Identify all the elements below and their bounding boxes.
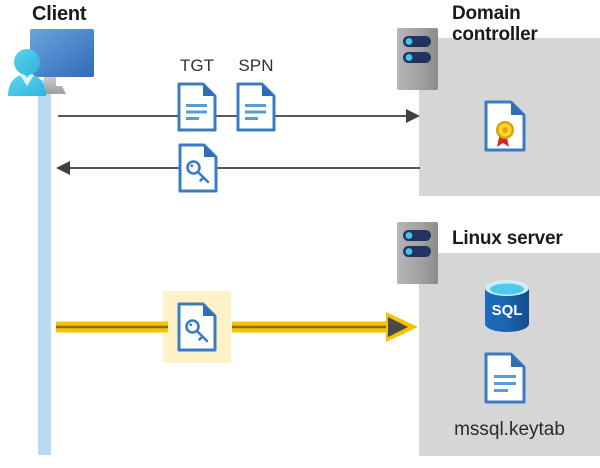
artifact-label-tgt: TGT [179, 56, 215, 75]
server-rack-icon [397, 28, 438, 90]
domain-controller-title: Domain controller [452, 3, 597, 46]
service-ticket-key-icon [177, 302, 217, 352]
sql-database-icon: SQL [481, 278, 533, 336]
client-title: Client [32, 3, 87, 25]
linux-server-title: Linux server [452, 228, 563, 249]
artifact-label-spn: SPN [238, 56, 274, 75]
document-icon [177, 82, 217, 132]
message-response-arrow [56, 156, 420, 180]
sql-database-label: SQL [492, 302, 523, 319]
message-service-ticket-arrow [56, 310, 424, 344]
server-rack-icon [397, 222, 438, 284]
domain-controller-title-line2: controller [452, 24, 538, 46]
service-ticket-key-icon [178, 143, 218, 193]
domain-controller-title-line1: Domain [452, 3, 521, 24]
message-request-arrow [58, 104, 420, 128]
keytab-file-label: mssql.keytab [454, 419, 565, 440]
user-computer-icon [4, 26, 96, 98]
client-lifeline [38, 80, 51, 455]
certificate-icon [484, 100, 526, 152]
keytab-file-icon [484, 352, 526, 404]
document-icon [236, 82, 276, 132]
